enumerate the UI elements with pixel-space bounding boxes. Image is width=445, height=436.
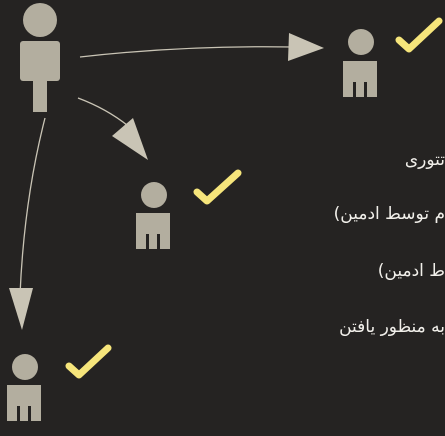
recipient-person-icon <box>7 354 41 421</box>
arrow-to-bottom <box>19 117 46 296</box>
arrow-to-top-right <box>79 46 296 58</box>
arrow-head-top-right <box>288 33 324 61</box>
text-line-3: ط ادمین) <box>377 261 445 281</box>
source-person-icon <box>20 3 60 112</box>
text-line-4: به منظور یافتن <box>339 317 445 337</box>
checkmark-icon <box>65 344 112 379</box>
recipient-person-icon <box>343 29 377 97</box>
arrow-head-middle <box>112 118 148 160</box>
arrows <box>19 46 296 296</box>
recipient-person-icon <box>136 182 170 249</box>
recipient-body-cutout <box>353 82 367 97</box>
recipient-body-cutout <box>146 234 160 249</box>
arrow-head-bottom <box>9 288 33 330</box>
text-line-2: م توسط ادمین) <box>333 204 445 224</box>
checkmark-icon <box>395 17 443 53</box>
checkmark-icon <box>193 169 242 205</box>
recipient-body-cutout <box>17 406 31 421</box>
text-line-1: تتوری <box>404 150 445 170</box>
arrow-heads <box>9 33 324 330</box>
